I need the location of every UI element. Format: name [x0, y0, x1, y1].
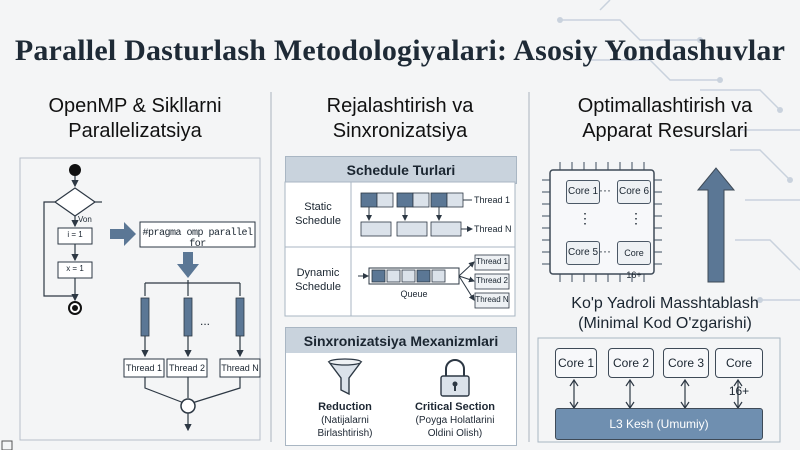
chip-core-1: Core 1 [566, 180, 600, 204]
core-16-box: Core 16+ [715, 348, 763, 398]
chip-core-5: Core 5 [566, 241, 600, 265]
padlock-icon [440, 359, 470, 397]
sync-panel [285, 353, 517, 446]
scaling-line2: (Minimal Kod O'zgarishi) [578, 315, 752, 332]
arrow-to-pragma-icon [110, 222, 136, 246]
von-label: Von [78, 215, 92, 224]
l3-cache-bar: L3 Kesh (Umumiy) [555, 408, 763, 440]
static-line2: Schedule [295, 215, 341, 227]
col1-title: OpenMP & Sikllarni Parallelizatsiya [20, 94, 250, 144]
col1-title-line2: Parallelizatsiya [68, 120, 202, 142]
thread-label-1: Thread 1 [125, 363, 163, 373]
critical-line2: Oldini Olish) [427, 428, 483, 439]
assign-label: x = 1 [66, 264, 84, 273]
static-thread-1: Thread 1 [474, 195, 511, 205]
static-line1: Static [304, 201, 332, 213]
scaling-line1: Ko'p Yadroli Masshtablash [571, 295, 759, 312]
pragma-label: #pragma omp parallel for [142, 228, 253, 250]
core-1-box: Core 1 [555, 348, 597, 378]
up-arrow-icon [696, 167, 736, 283]
col2-title-line1: Rejalashtirish va [326, 95, 474, 117]
dynamic-line2: Schedule [295, 281, 341, 293]
queue-label: Queue [400, 289, 428, 299]
scaling-caption: Ko'p Yadroli Masshtablash (Minimal Kod O… [540, 294, 790, 334]
static-schedule-label: Static Schedule [287, 200, 349, 228]
reduction-block: Reduction (Natijalarni Birlashtirish) [295, 401, 395, 440]
reduction-title: Reduction [318, 401, 372, 413]
critical-line1: (Poyga Holatlarini [415, 415, 495, 426]
page-title: Parallel Dasturlash Metodologiyalari: As… [14, 34, 786, 67]
corner-square-icon [1, 440, 13, 450]
core-3-box: Core 3 [663, 348, 709, 378]
dynamic-line1: Dynamic [296, 267, 340, 279]
chip-core-16: Core 16+ [617, 241, 651, 280]
funnel-icon [327, 358, 363, 396]
col3-title-line1: Optimallashtirish va [577, 95, 753, 117]
static-thread-n: Thread N [474, 224, 512, 234]
reduction-line2: Birlashtirish) [317, 428, 373, 439]
col1-title-line1: OpenMP & Sikllarni [48, 95, 222, 117]
thread-label-n: Thread N [221, 363, 259, 373]
chip-core-6: Core 6 [617, 180, 651, 204]
cores-frame [537, 337, 781, 443]
col2-title: Rejalashtirish va Sinxronizatsiya [285, 94, 515, 144]
init-label: i = 1 [67, 230, 83, 239]
schedule-header: Schedule Turlari [285, 156, 517, 184]
chip-dots-bottom: ··· [599, 244, 611, 258]
start-node [69, 164, 81, 176]
thread-ellipsis: ... [200, 314, 211, 328]
pragma-box [139, 221, 256, 248]
thread-label-2: Thread 2 [168, 363, 206, 373]
col3-title-line2: Apparat Resurslari [582, 120, 748, 142]
dyn-thread-1: Thread 1 [475, 257, 509, 266]
critical-title: Critical Section [414, 401, 496, 413]
column-divider-1 [270, 92, 272, 442]
chip-dots-right: ⋮ [629, 210, 643, 226]
chip-dots-top: ··· [599, 183, 611, 197]
dyn-thread-2: Thread 2 [475, 276, 509, 285]
core-2-box: Core 2 [608, 348, 654, 378]
flowchart-frame [19, 157, 261, 441]
critical-block: Critical Section (Poyga Holatlarini Oldi… [400, 401, 510, 440]
reduction-line1: (Natijalarni [321, 415, 369, 426]
col3-title: Optimallashtirish va Apparat Resurslari [540, 94, 790, 144]
chip-icon [542, 162, 662, 282]
column-divider-2 [528, 92, 530, 442]
col2-title-line2: Sinxronizatsiya [332, 120, 468, 142]
down-arrow-icon [177, 252, 199, 278]
dyn-thread-n: Thread N [475, 295, 509, 304]
dynamic-schedule-label: Dynamic Schedule [287, 266, 349, 294]
chip-dots-left: ⋮ [578, 210, 592, 226]
